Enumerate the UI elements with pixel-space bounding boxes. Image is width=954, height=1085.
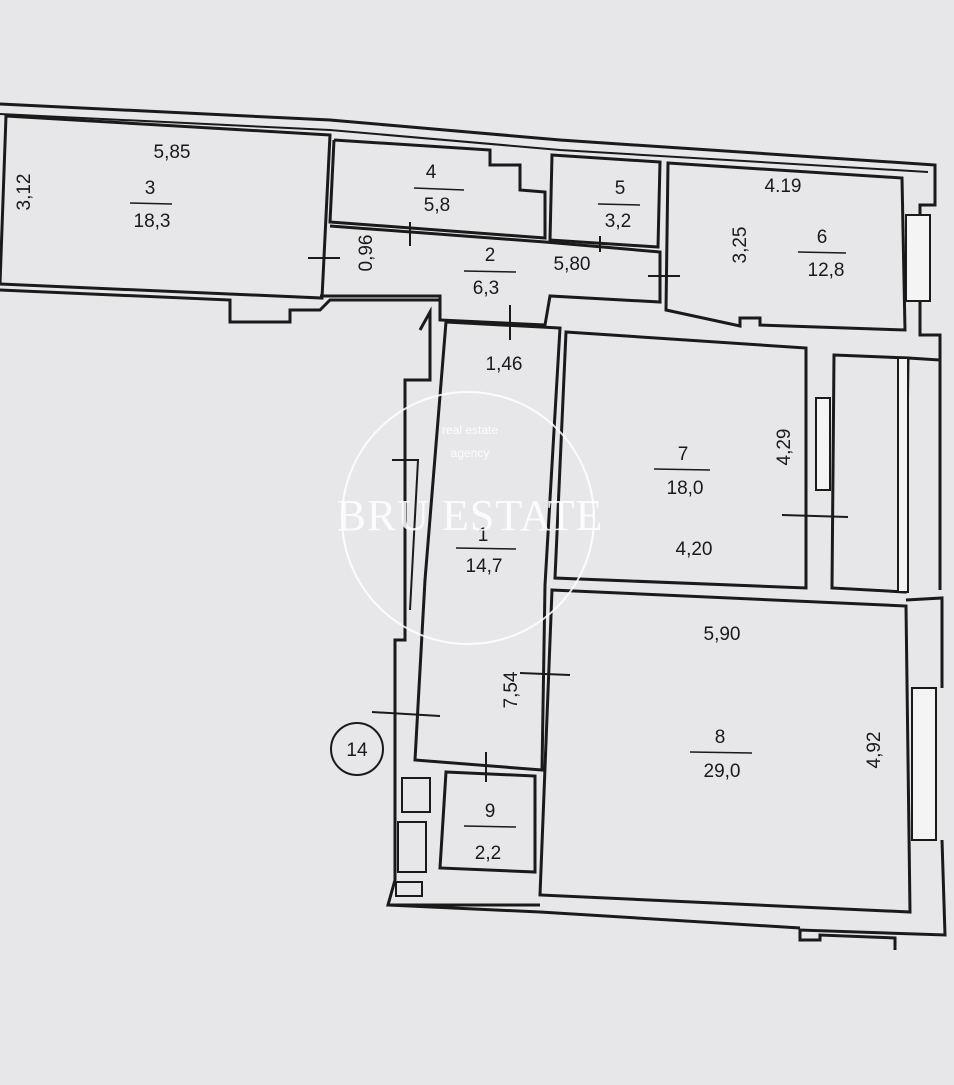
shaft-3 [395,881,423,897]
room-labels: 3 18,3 4 5,8 5 3,2 6 12,8 2 6,3 7 18,0 1… [129,162,847,864]
tick-8 [371,711,441,717]
room-3-bottom-wall [0,288,442,324]
room-7-area: 18,0 [667,478,704,499]
room-4-fraction-line [413,187,465,191]
shaft-1 [401,777,431,813]
dim-3-25: 3,25 [730,227,751,264]
room-3-fraction-line [129,202,173,205]
dim-7-54: 7,54 [501,671,522,708]
room-8-fraction-line [689,751,753,754]
room-7-number: 7 [678,444,689,465]
dim-4-92: 4,92 [864,732,885,769]
dim-4-19: 4.19 [765,176,802,197]
watermark-tagline-2: agency [451,446,490,460]
room-8-outer-wall-top [905,596,944,688]
room-9-outline [438,770,537,874]
left-service-wall [386,306,540,907]
room-6-number: 6 [817,227,828,248]
dim-1-46: 1,46 [486,354,523,375]
room-7-fraction-line [653,468,711,471]
top-wall-inner [0,113,929,173]
room-7-window [815,397,831,491]
room-3-outline [0,114,332,300]
balcony-outer-wall [907,356,942,590]
room-2-fraction-line [463,270,517,273]
top-wall [0,102,942,360]
watermark-tagline-1: real estate [442,423,498,437]
room-5-fraction-line [597,203,641,206]
apartment-number: 14 [346,740,368,761]
room-5-outline [548,153,662,249]
dim-4-20: 4,20 [676,539,713,560]
room-6-fraction-line [797,251,847,254]
room-4-number: 4 [426,162,437,183]
dimension-labels: 5,85 3,12 4.19 3,25 0,96 5,80 1,46 4,29 … [14,142,885,768]
room-4-outline [328,138,547,240]
room-9-number: 9 [485,801,496,822]
dim-5-80: 5,80 [554,254,591,275]
room-8-outer-wall-bottom [798,839,947,950]
room-8-number: 8 [715,727,726,748]
room-2-outline [320,224,662,327]
room-1-fraction-line [455,547,517,550]
room-8-area: 29,0 [704,761,741,782]
watermark: real estate agency BRU ESTATE [337,391,604,645]
room-3-number: 3 [145,178,156,199]
room-6-window [905,214,931,302]
tick-7 [519,672,571,676]
apartment-number-badge: 14 [330,722,384,776]
room-1-area: 14,7 [466,556,503,577]
room-8-outline [538,588,912,914]
shaft-2 [397,821,427,873]
room-5-number: 5 [615,178,626,199]
room-5-area: 3,2 [605,211,631,232]
room-1-outline [413,320,562,772]
room-3-area: 18,3 [134,211,171,232]
dim-0-96: 0,96 [356,235,377,272]
bottom-wall [387,903,801,930]
room-7-outline [553,330,808,590]
room-2-number: 2 [485,245,496,266]
watermark-ring [341,391,595,645]
dim-3-12: 3,12 [14,174,35,211]
walls [0,102,947,950]
watermark-brand: BRU ESTATE [337,491,604,540]
room-6-area: 12,8 [808,260,845,281]
room-8-window [911,687,937,841]
room-4-area: 5,8 [424,195,450,216]
room-6-outline [664,161,907,332]
room-9-fraction-line [463,825,517,828]
room-2-area: 6,3 [473,278,499,299]
tick-6 [781,514,849,518]
dim-5-90: 5,90 [704,624,741,645]
dim-4-29: 4,29 [774,429,795,466]
door-ticks [308,222,849,782]
dim-5-85: 5,85 [154,142,191,163]
room-1-number: 1 [478,525,489,546]
room-9-area: 2,2 [475,843,501,864]
balcony-window [897,357,909,593]
apartment-number-circle [330,722,384,776]
left-wall-stub [392,459,420,611]
